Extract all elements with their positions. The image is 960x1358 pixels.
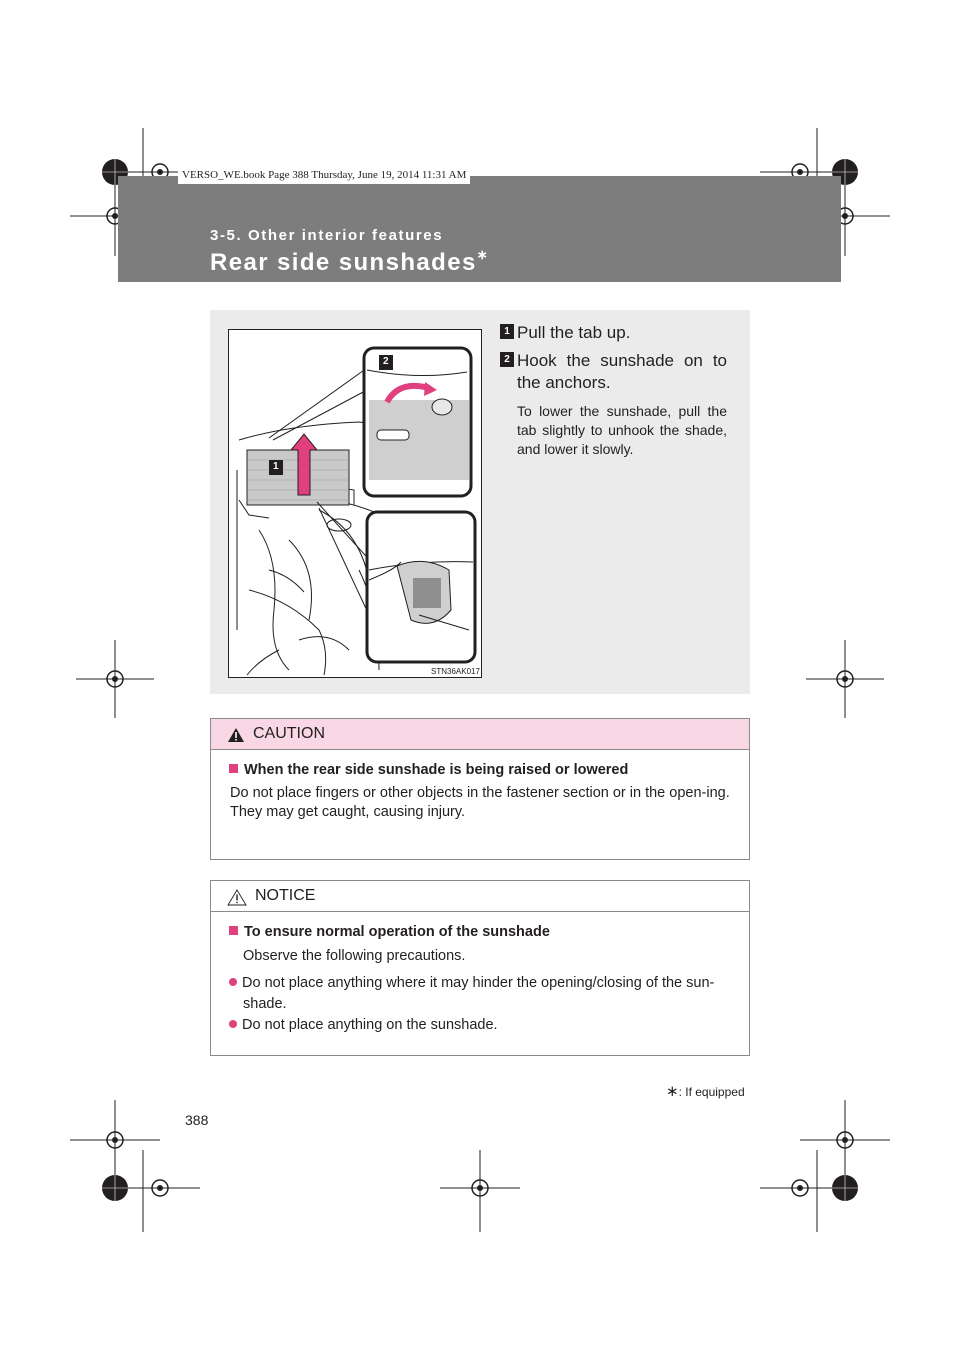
bullet-dot-icon — [229, 1020, 237, 1028]
illustration-code: STN36AK017 — [431, 667, 480, 676]
step-2: 2 Hook the sunshade on to the anchors. — [500, 350, 730, 396]
notice-item-title: To ensure normal operation of the sunsha… — [229, 924, 550, 940]
caution-label: CAUTION — [253, 725, 325, 742]
step-1-text: Pull the tab up. — [517, 323, 631, 342]
caution-item-title: When the rear side sunshade is being rai… — [229, 762, 628, 778]
notice-bullet-2-text: Do not place anything on the sunshade. — [242, 1017, 498, 1033]
step-2-text: Hook the sunshade on to the anchors. — [517, 351, 727, 392]
sunshade-drawing — [236, 346, 477, 676]
notice-bullet-1-text: Do not place anything where it may hinde… — [242, 975, 715, 1012]
notice-bullet-2: Do not place anything on the sunshade. — [229, 1016, 498, 1035]
footnote: ∗: If equipped — [666, 1082, 745, 1100]
square-bullet-icon — [229, 764, 238, 773]
equipped-asterisk: ∗ — [476, 247, 490, 262]
callout-1-label: 1 — [273, 461, 279, 472]
notice-body: Observe the following precautions. — [243, 948, 466, 964]
notice-box: NOTICE To ensure normal operation of the… — [210, 880, 750, 1056]
caution-body-text-2: They may get caught, causing injury. — [230, 804, 466, 820]
caution-header — [211, 719, 749, 750]
caution-box: CAUTION When the rear side sunshade is b… — [210, 718, 750, 860]
bullet-dot-icon — [229, 978, 237, 986]
caution-body-text: Do not place fingers or other objects in… — [230, 785, 730, 801]
page-number: 388 — [185, 1112, 209, 1128]
lower-note: To lower the sunshade, pull the tab slig… — [517, 403, 727, 457]
warning-icon — [228, 728, 244, 742]
step-1-badge: 1 — [500, 324, 514, 339]
notice-item-title-text: To ensure normal operation of the sunsha… — [244, 924, 550, 940]
section-title: 3-5. Other interior features — [210, 227, 444, 244]
warning-icon — [227, 889, 247, 906]
header-band — [118, 176, 841, 282]
caution-body: Do not place fingers or other objects in… — [230, 784, 742, 822]
step-1: 1 Pull the tab up. — [500, 322, 730, 346]
notice-bullet-1: Do not place anything where it may hinde… — [229, 973, 757, 1015]
sunshade-illustration: 1 2 STN36AK017 — [228, 329, 482, 678]
caution-item-title-text: When the rear side sunshade is being rai… — [244, 762, 629, 778]
book-info: VERSO_WE.book Page 388 Thursday, June 19… — [178, 166, 471, 184]
page-title-text: Rear side sunshades — [210, 249, 477, 276]
notice-label: NOTICE — [255, 887, 316, 904]
callout-2-label: 2 — [383, 356, 389, 367]
step-2-badge: 2 — [500, 352, 514, 367]
footnote-mark: ∗ — [666, 1083, 679, 1100]
footnote-text: : If equipped — [678, 1085, 745, 1099]
notice-header — [211, 881, 749, 912]
page-title: Rear side sunshades∗ — [210, 247, 490, 277]
square-bullet-icon — [229, 926, 238, 935]
